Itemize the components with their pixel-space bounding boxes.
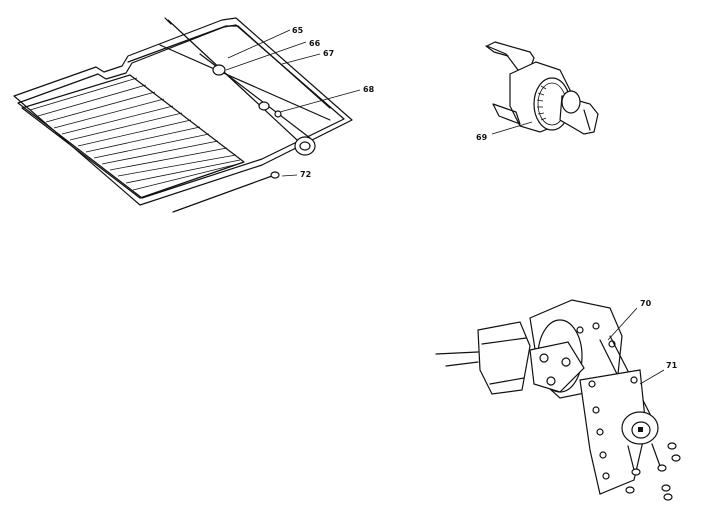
fastener-set: [625, 442, 681, 501]
leader-lines: [225, 29, 665, 385]
callout-67: 67: [323, 49, 334, 58]
callout-65: 65: [292, 26, 304, 35]
rack-assembly: [13, 17, 353, 213]
callout-70: 70: [640, 299, 652, 308]
callout-66: 66: [309, 39, 321, 48]
dial-tick-marks: [536, 85, 547, 121]
callout-69: 69: [476, 133, 488, 142]
callout-72: 72: [300, 170, 311, 179]
callout-71: 71: [666, 361, 678, 370]
control-switch-assembly: [485, 41, 599, 135]
motor-assembly: [435, 299, 681, 501]
callout-68: 68: [363, 85, 375, 94]
rack-grate-bars: [29, 77, 243, 191]
